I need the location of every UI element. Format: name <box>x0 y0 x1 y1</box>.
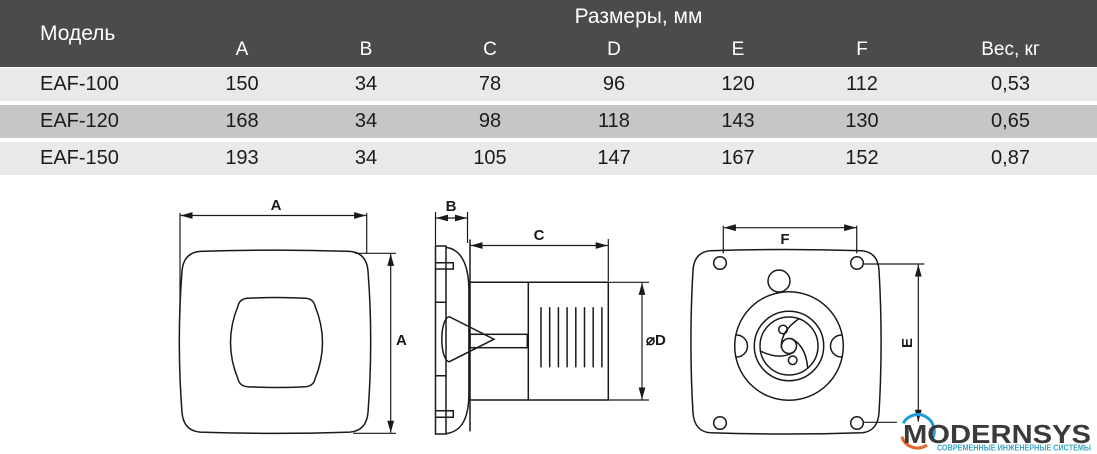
cell-value: 150 <box>225 73 259 95</box>
cell-value: 120 <box>721 73 755 95</box>
cell-value: 118 <box>598 110 630 132</box>
side-shaft <box>469 333 529 349</box>
dim-label-a-top: A <box>271 197 282 214</box>
cell-value: 34 <box>354 73 378 95</box>
logo-tagline: СОВРЕМЕННЫЕ ИНЖЕНЕРНЫЕ СИСТЕМЫ <box>937 443 1091 453</box>
dim-side-depth: B <box>434 198 469 245</box>
cell-weight: 0,53 <box>991 73 1030 95</box>
table-header: Модель Размеры, мм A B C D E F Вес, кг <box>0 0 1097 67</box>
dim-label-b: B <box>446 198 457 215</box>
cell-value: 193 <box>225 147 259 169</box>
spec-table: Модель Размеры, мм A B C D E F Вес, кг E… <box>0 0 1097 175</box>
dim-label-d: ⌀D <box>646 332 666 349</box>
cell-value: 152 <box>845 147 879 169</box>
column-header-c: C <box>483 38 497 60</box>
table-row: EAF-150 193 34 105 147 167 152 0,87 <box>0 142 1097 175</box>
impeller <box>759 316 819 376</box>
mounting-hole <box>849 255 865 271</box>
duct-circle <box>733 290 845 402</box>
cell-value: 130 <box>845 110 879 132</box>
clip-right <box>829 334 843 358</box>
side-duct <box>469 281 610 401</box>
side-vents <box>540 306 603 368</box>
logo-brand-text: MODERNSYS <box>903 419 1091 449</box>
column-header-e: E <box>731 38 745 60</box>
cell-weight: 0,87 <box>991 147 1030 169</box>
front-view: A A <box>178 197 407 435</box>
cell-value: 147 <box>597 147 631 169</box>
cell-weight: 0,65 <box>991 110 1030 132</box>
cell-value: 167 <box>721 147 755 169</box>
front-inner-panel <box>229 296 324 389</box>
dim-back-horizontal: F <box>722 224 858 254</box>
side-impeller-cone <box>441 315 496 363</box>
cell-value: 112 <box>846 73 878 95</box>
clip-left <box>735 334 749 358</box>
model-name: EAF-100 <box>40 73 119 95</box>
back-view: F E <box>690 224 925 435</box>
column-header-b: B <box>359 38 373 60</box>
front-outline <box>178 249 372 435</box>
model-name: EAF-150 <box>40 147 119 169</box>
logo: MODERNSYS СОВРЕМЕННЫЕ ИНЖЕНЕРНЫЕ СИСТЕМЫ <box>900 413 1091 453</box>
dim-label-a-right: A <box>396 332 407 349</box>
dim-side-length: C <box>470 227 609 281</box>
cell-value: 98 <box>478 110 502 132</box>
column-header-a: A <box>235 38 249 60</box>
back-outline <box>690 248 882 435</box>
inner-ring <box>753 310 825 382</box>
dim-label-c: C <box>534 227 545 244</box>
column-header-f: F <box>856 38 868 60</box>
cell-value: 168 <box>225 110 259 132</box>
cell-value: 34 <box>354 147 378 169</box>
cell-value: 96 <box>602 73 626 95</box>
cell-value: 34 <box>354 110 378 132</box>
cell-value: 78 <box>478 73 502 95</box>
logo-arc-blue <box>901 413 936 442</box>
dim-back-vertical: E <box>864 263 925 423</box>
table-row: EAF-120 168 34 98 118 143 130 0,65 <box>0 105 1097 138</box>
dim-label-f: F <box>780 231 789 248</box>
dim-label-e: E <box>899 338 916 348</box>
dim-front-width: A <box>179 197 368 313</box>
logo-arc-orange <box>900 436 928 450</box>
side-front-panel <box>434 245 447 435</box>
mounting-hole <box>849 415 865 431</box>
dim-front-height: A <box>353 252 407 434</box>
technical-drawing: A A <box>178 197 1091 453</box>
mounting-hole <box>712 255 728 271</box>
table-row: EAF-100 150 34 78 96 120 112 0,53 <box>0 68 1097 101</box>
column-header-d: D <box>607 38 621 60</box>
dim-side-diameter: ⌀D <box>609 281 666 401</box>
model-column-header: Модель <box>40 21 116 45</box>
side-view: B C ⌀D <box>434 198 666 435</box>
cable-hole <box>767 269 791 293</box>
weight-column-header: Вес, кг <box>981 38 1040 60</box>
cell-value: 105 <box>473 147 507 169</box>
model-name: EAF-120 <box>40 110 119 132</box>
side-cover-curve <box>446 246 470 435</box>
dimensions-header: Размеры, мм <box>574 4 703 28</box>
mounting-hole <box>712 415 728 431</box>
cell-value: 143 <box>721 110 755 132</box>
